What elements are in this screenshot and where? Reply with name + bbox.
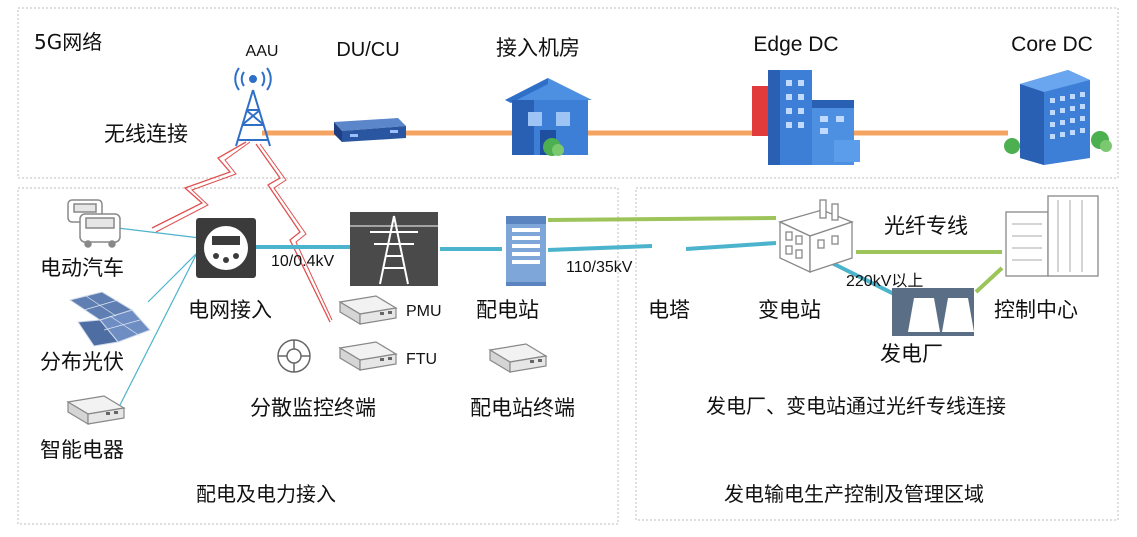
access-room-label: 接入机房 [496, 36, 580, 60]
monitor-terminal-icon [277, 339, 311, 373]
power-plant-label: 发电厂 [880, 342, 943, 366]
appliance-icon [66, 395, 126, 426]
substation-label: 变电站 [758, 298, 821, 322]
du-cu-label: DU/CU [336, 39, 400, 61]
transmission-tower-icon [350, 212, 438, 286]
voltage-mid-label: 110/35kV [566, 259, 633, 276]
distribution-station-icon [506, 216, 546, 286]
link-dist-tower-right [547, 244, 653, 252]
pmu-device-icon [338, 295, 398, 326]
dist-terminal-label: 配电站终端 [470, 396, 575, 420]
pmu-label: PMU [406, 303, 442, 320]
link-appliance-meter [119, 254, 197, 406]
link-substation-plant [829, 260, 901, 299]
voltage-high-label: 220kV以上 [846, 273, 924, 290]
pv-label: 分布光伏 [40, 350, 124, 374]
tower-label: 电塔 [648, 298, 690, 322]
access-room-house-icon [505, 78, 592, 156]
fiber-line-label: 光纤专线 [884, 214, 968, 238]
radio-link-right-inner [259, 143, 333, 321]
dist-station-label: 配电站 [476, 298, 539, 322]
ftu-label: FTU [406, 351, 438, 368]
right-tower-gap [652, 240, 686, 254]
top-region-title: 5G网络 [34, 30, 103, 54]
link-ev-meter [117, 227, 201, 239]
appliance-label: 智能电器 [40, 438, 124, 462]
edge-dc-label: Edge DC [753, 33, 839, 56]
ftu-device-icon [338, 341, 398, 372]
monitor-terminal-label: 分散监控终端 [250, 396, 376, 420]
core-dc-label: Core DC [1011, 33, 1093, 56]
fiber-plant-control [974, 266, 1004, 294]
right-region-note: 发电厂、变电站通过光纤专线连接 [706, 394, 1006, 418]
left-region-title: 配电及电力接入 [196, 482, 336, 506]
radio-link-left [151, 141, 247, 229]
radio-link-left-inner [155, 141, 251, 233]
right-region-frame [635, 187, 1119, 521]
control-center-icon [1005, 195, 1099, 277]
antenna-icon [234, 67, 272, 147]
solar-panel-icon [68, 291, 151, 347]
du-cu-unit-icon [334, 118, 406, 142]
link-pv-meter [147, 249, 201, 303]
control-center-label: 控制中心 [994, 298, 1078, 322]
aau-label: AAU [245, 43, 279, 60]
car-icon [67, 199, 121, 248]
top-region-frame [17, 7, 1119, 179]
substation-icon [778, 199, 854, 274]
edge-dc-building-icon [752, 70, 860, 165]
dist-terminal-device-icon [488, 343, 548, 374]
right-region-title: 发电输电生产控制及管理区域 [724, 482, 984, 506]
radio-link-right [255, 143, 331, 323]
ev-label: 电动汽车 [40, 256, 124, 280]
grid-access-label: 电网接入 [188, 298, 272, 322]
core-dc-building-icon [1004, 70, 1112, 165]
left-region-frame [17, 187, 619, 525]
link-tower-substation [685, 241, 777, 251]
fiber-dist-substation [547, 216, 777, 222]
power-plant-icon [892, 288, 974, 340]
smart-meter-icon [196, 218, 256, 278]
wireless-label: 无线连接 [104, 122, 188, 146]
voltage-low-label: 10/0.4kV [271, 253, 335, 270]
